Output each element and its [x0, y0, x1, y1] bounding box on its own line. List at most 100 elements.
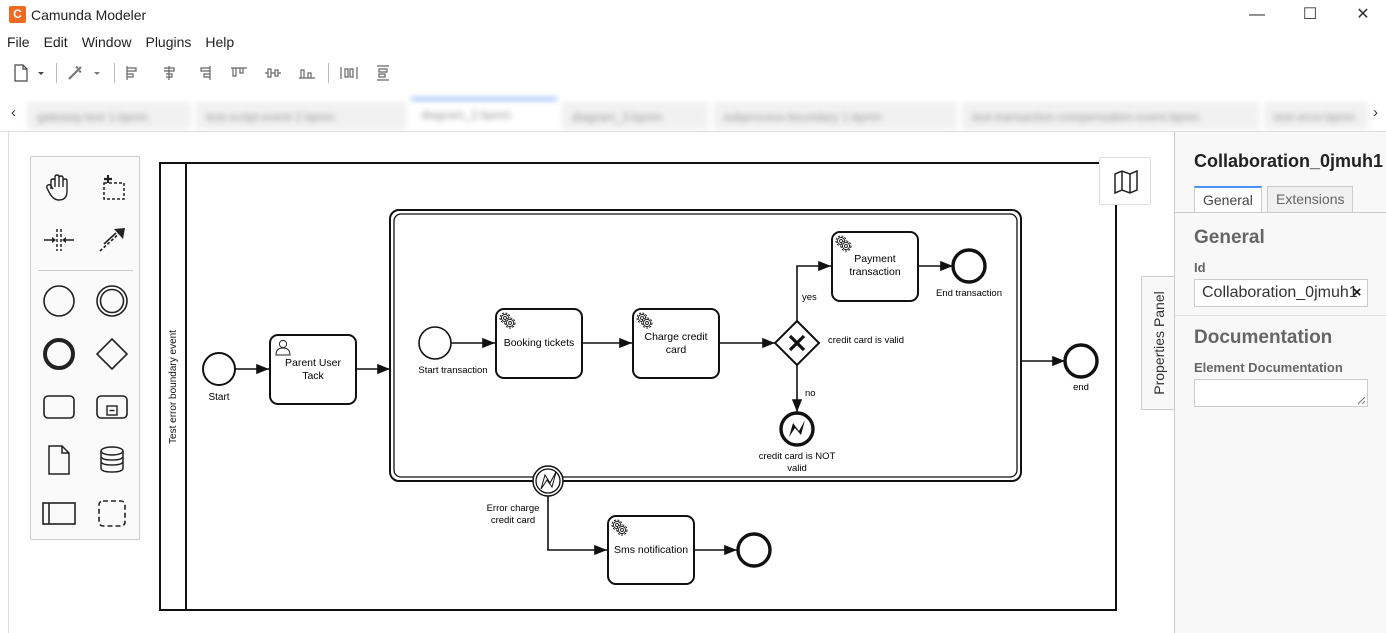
properties-panel-toggle-label: Properties Panel: [1150, 291, 1167, 395]
sequence-flow-yes[interactable]: [796, 260, 831, 321]
task-icon[interactable]: [39, 387, 79, 427]
align-bottom-icon[interactable]: [297, 64, 317, 82]
element-id-header: Collaboration_0jmuh1: [1194, 151, 1384, 171]
space-tool-icon[interactable]: [39, 219, 79, 259]
new-file-dropdown-icon[interactable]: [36, 64, 46, 82]
window-title: Camunda Modeler: [31, 7, 147, 23]
boundary-label-line: credit card: [491, 515, 535, 526]
tab-file-active[interactable]: diagram_2.bpmn: [411, 98, 557, 130]
participant-icon[interactable]: [39, 493, 79, 533]
subprocess-icon[interactable]: [92, 387, 132, 427]
bpmn-canvas[interactable]: [8, 132, 1174, 633]
service-task-gear-icon: [616, 524, 628, 536]
task-label: Sms notification: [614, 544, 688, 556]
data-store-icon[interactable]: [92, 440, 132, 480]
tab-file[interactable]: gateway-test 1.bpmn: [27, 102, 191, 130]
tabs-scroll-left-icon[interactable]: ‹: [11, 104, 16, 121]
tab-file[interactable]: subprocess-boundary 1.bpmn: [713, 102, 957, 130]
menu-window[interactable]: Window: [81, 34, 132, 50]
align-middle-icon[interactable]: [263, 64, 283, 82]
menu-file[interactable]: File: [7, 34, 30, 50]
tab-extensions[interactable]: Extensions: [1267, 186, 1353, 213]
group-icon[interactable]: [92, 493, 132, 533]
task-label-line: Payment: [854, 253, 896, 265]
clear-id-button[interactable]: ×: [1352, 284, 1362, 301]
toolbar: [0, 60, 420, 86]
tab-bar: ‹ gateway-test 1.bpmn test-script-event …: [0, 98, 1386, 132]
tab-file[interactable]: test-error.bpmn: [1264, 102, 1368, 130]
new-file-icon[interactable]: [12, 64, 30, 82]
end-event-label: end: [1073, 382, 1089, 393]
charge-credit-card-task[interactable]: Charge credit card: [632, 308, 720, 379]
task-label: Booking tickets: [504, 337, 575, 349]
resize-handle-icon[interactable]: [1356, 395, 1366, 405]
hand-tool-icon[interactable]: [39, 167, 79, 207]
tab-file[interactable]: test-transaction-compensation-event.bpmn: [962, 102, 1259, 130]
sms-notification-task[interactable]: Sms notification: [607, 515, 695, 585]
end-event-icon[interactable]: [39, 334, 79, 374]
properties-panel-toggle[interactable]: Properties Panel: [1141, 276, 1175, 410]
task-label-line: transaction: [849, 266, 901, 278]
start-event-icon[interactable]: [39, 281, 79, 321]
element-documentation-label: Element Documentation: [1194, 360, 1343, 375]
id-label: Id: [1194, 260, 1206, 275]
lasso-tool-icon[interactable]: [92, 167, 132, 207]
data-object-icon[interactable]: [39, 440, 79, 480]
align-top-icon[interactable]: [229, 64, 249, 82]
payment-transaction-task[interactable]: Payment transaction: [831, 231, 919, 302]
menu-plugins[interactable]: Plugins: [145, 34, 192, 50]
task-label-line: card: [666, 344, 687, 356]
title-bar: C Camunda Modeler — ☐ ✕: [0, 0, 1386, 30]
service-task-gear-icon: [504, 317, 516, 329]
element-documentation-textarea[interactable]: [1194, 379, 1368, 407]
end-transaction-label: End transaction: [936, 288, 1002, 299]
id-input[interactable]: Collaboration_0jmuh1: [1194, 279, 1368, 307]
tab-file[interactable]: test-script-event 2.bpmn: [196, 102, 406, 130]
gateway-icon[interactable]: [92, 334, 132, 374]
align-center-icon[interactable]: [160, 64, 178, 82]
end-transaction-event[interactable]: End transaction: [936, 248, 1002, 299]
task-label-line: Charge credit: [644, 331, 707, 343]
maximize-button[interactable]: ☐: [1302, 6, 1318, 23]
error-boundary-event[interactable]: Error charge credit card: [487, 465, 564, 526]
intermediate-event-icon[interactable]: [92, 281, 132, 321]
error-end-label-line: valid: [787, 463, 807, 474]
align-right-icon[interactable]: [195, 64, 213, 82]
edit-wand-icon[interactable]: [66, 64, 86, 82]
global-connect-icon[interactable]: [92, 219, 132, 259]
distribute-horizontal-icon[interactable]: [339, 64, 359, 82]
edit-dropdown-icon[interactable]: [92, 64, 102, 82]
tabs-scroll-right-icon[interactable]: ›: [1373, 104, 1378, 121]
group-divider: [1175, 315, 1386, 316]
tab-general[interactable]: General: [1194, 186, 1262, 213]
properties-tab-divider: [1175, 212, 1386, 213]
map-icon: [1114, 169, 1138, 195]
error-end-event[interactable]: credit card is NOT valid: [759, 411, 836, 474]
end-event[interactable]: end: [1063, 343, 1099, 393]
menu-help[interactable]: Help: [205, 34, 235, 50]
menu-edit[interactable]: Edit: [43, 34, 68, 50]
camunda-logo-icon: C: [9, 6, 26, 23]
sms-end-event[interactable]: [736, 532, 772, 568]
close-button[interactable]: ✕: [1356, 6, 1370, 23]
toolbar-separator: [328, 63, 329, 83]
sequence-flow[interactable]: [547, 496, 607, 556]
task-label-line: Parent User: [285, 357, 342, 369]
group-general-title: General: [1194, 227, 1265, 248]
minimize-button[interactable]: —: [1249, 6, 1265, 23]
task-label-line: Tack: [302, 370, 324, 382]
tool-palette: [30, 156, 140, 540]
parent-user-task[interactable]: Parent User Tack: [269, 334, 357, 405]
tab-bar-divider: [0, 131, 1386, 132]
flow-label-yes: yes: [802, 292, 817, 303]
flow-label-no: no: [805, 388, 816, 399]
group-documentation-title: Documentation: [1194, 327, 1333, 348]
align-left-icon[interactable]: [124, 64, 142, 82]
service-task-gear-icon: [840, 240, 852, 252]
distribute-vertical-icon[interactable]: [374, 64, 392, 82]
gateway-label: credit card is valid: [828, 335, 904, 346]
minimap-toggle-button[interactable]: [1099, 157, 1151, 205]
booking-tickets-task[interactable]: Booking tickets: [495, 308, 583, 379]
tab-file[interactable]: diagram_3.bpmn: [562, 102, 708, 130]
